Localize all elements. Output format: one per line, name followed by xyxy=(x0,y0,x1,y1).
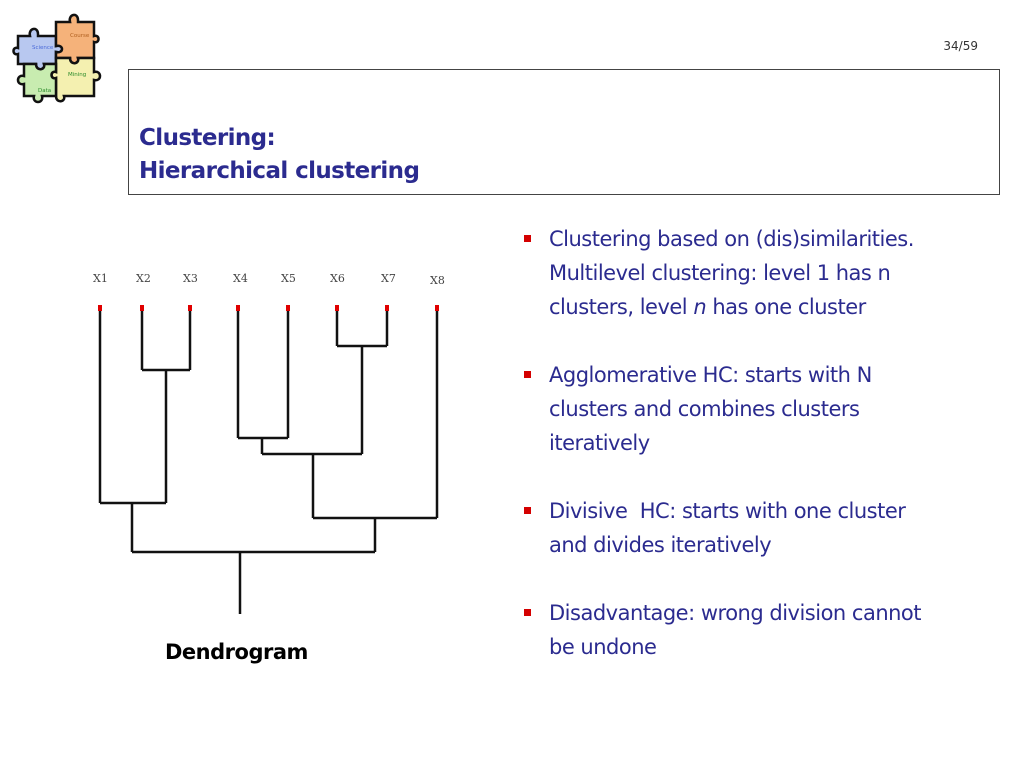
dendrogram: X1 X2 X3 X4 X5 X6 X7 X8 xyxy=(93,272,445,614)
leaf-label-x4: X4 xyxy=(233,272,248,285)
logo-label-data: Data xyxy=(38,88,51,94)
title-line-2: Hierarchical clustering xyxy=(139,158,420,184)
leaf-marker-x3 xyxy=(188,305,192,311)
bullet-line: and divides iteratively xyxy=(549,533,772,557)
bullet-italic-n: n xyxy=(693,295,707,319)
leaf-marker-x1 xyxy=(98,305,102,311)
leaf-marker-x4 xyxy=(236,305,240,311)
branch-x6-x7 xyxy=(335,311,389,348)
bullet-item-clustering: Clustering based on (dis)similarities. M… xyxy=(522,222,992,324)
bullet-list: Clustering based on (dis)similarities. M… xyxy=(522,222,992,664)
branch-root-join xyxy=(130,503,377,554)
bullet-item-agglomerative: Agglomerative HC: starts with N clusters… xyxy=(522,358,992,460)
bullet-line: Disadvantage: wrong division cannot xyxy=(549,601,922,625)
leaf-label-x8: X8 xyxy=(430,274,445,287)
bullet-item-disadvantage: Disadvantage: wrong division cannot be u… xyxy=(522,596,992,664)
bullet-square-icon xyxy=(524,609,531,616)
bullet-square-icon xyxy=(524,235,531,242)
branch-x2-x3 xyxy=(140,311,192,372)
logo-piece-course xyxy=(54,13,100,65)
bullet-square-icon xyxy=(524,371,531,378)
slide-title: Clustering: Hierarchical clustering xyxy=(139,122,420,188)
leaf-marker-x6 xyxy=(335,305,339,311)
branch-x4-x5 xyxy=(236,311,290,440)
bullet-line: Multilevel clustering: level 1 has n xyxy=(549,261,891,285)
leaf-label-x2: X2 xyxy=(136,272,151,285)
bullet-square-icon xyxy=(524,507,531,514)
branch-x1-x2x3 xyxy=(98,311,168,505)
bullet-line: clusters, level n has one cluster xyxy=(549,290,992,324)
leaf-label-x3: X3 xyxy=(183,272,198,285)
logo-piece-data xyxy=(16,62,58,104)
title-line-1: Clustering: xyxy=(139,125,276,151)
bullet-line: clusters and combines clusters xyxy=(549,397,860,421)
title-box: Clustering: Hierarchical clustering xyxy=(128,69,1000,195)
leaf-label-x1: X1 xyxy=(93,272,108,285)
bullet-line: Agglomerative HC: starts with N xyxy=(549,363,872,387)
bullet-line: be undone xyxy=(549,635,657,659)
bullet-line: Clustering based on (dis)similarities. xyxy=(549,227,914,251)
leaf-label-x7: X7 xyxy=(381,272,396,285)
leaf-marker-x5 xyxy=(286,305,290,311)
puzzle-logo: Science Course Mining Data xyxy=(12,13,102,104)
bullet-text: has one cluster xyxy=(706,295,866,319)
bullet-line: Divisive HC: starts with one cluster xyxy=(549,499,906,523)
logo-piece-mining xyxy=(50,56,102,103)
bullet-item-divisive: Divisive HC: starts with one cluster and… xyxy=(522,494,992,562)
logo-label-science: Science xyxy=(32,45,54,51)
leaf-label-x6: X6 xyxy=(330,272,345,285)
logo-label-course: Course xyxy=(70,33,90,39)
leaf-label-x5: X5 xyxy=(281,272,296,285)
leaf-marker-x2 xyxy=(140,305,144,311)
bullet-line: iteratively xyxy=(549,431,650,455)
leaf-marker-x7 xyxy=(385,305,389,311)
branch-x4x7-x8 xyxy=(311,311,439,520)
dendrogram-caption: Dendrogram xyxy=(165,640,308,664)
leaf-marker-x8 xyxy=(435,305,439,311)
page-number: 34/59 xyxy=(943,39,978,53)
logo-label-mining: Mining xyxy=(68,72,86,78)
bullet-text: clusters, level xyxy=(549,295,694,319)
